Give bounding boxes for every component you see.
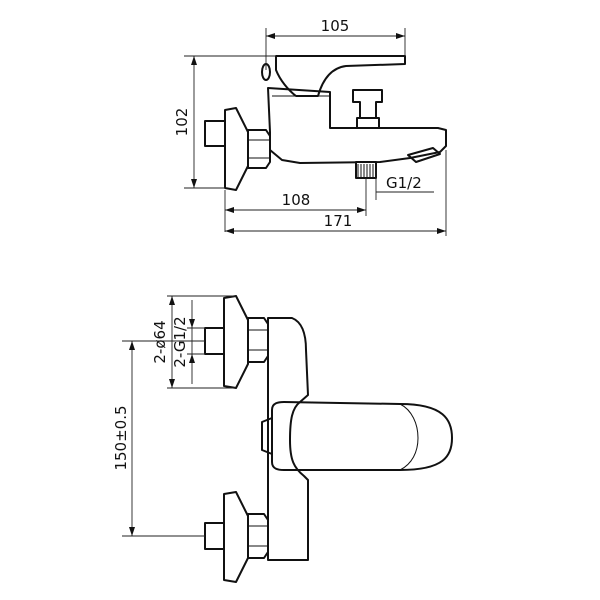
dim-inlet-thread: 2-G1/2 [171, 316, 189, 367]
front-lever-cap [261, 417, 273, 455]
side-diverter-knob [352, 89, 383, 119]
side-spout-body [267, 87, 447, 164]
dim-height: 102 [173, 108, 191, 137]
dim-total-length: 171 [324, 212, 353, 230]
front-lower-inlet [204, 522, 225, 550]
dim-outlet-offset: 108 [282, 191, 311, 209]
front-upper-nut [247, 317, 269, 363]
dim-inlet-spacing: 150±0.5 [112, 405, 130, 470]
front-upper-inlet [204, 327, 225, 355]
front-body [267, 317, 309, 561]
side-aerator [407, 147, 441, 163]
side-inlet-stub [204, 120, 226, 147]
front-lower-nut [247, 513, 269, 559]
dim-top-width: 105 [321, 17, 350, 35]
side-hex-nut [247, 129, 271, 169]
front-lever-handle [271, 401, 453, 471]
front-upper-flange [223, 295, 249, 389]
front-view: 2-ø64 2-G1/2 150±0.5 [112, 295, 453, 583]
dim-flange-diameter: 2-ø64 [151, 320, 169, 363]
dim-outlet-thread: G1/2 [386, 174, 422, 192]
side-wall-flange [224, 107, 249, 191]
side-view: 105 102 G1/2 108 171 [173, 17, 447, 236]
front-lower-flange [223, 491, 249, 583]
